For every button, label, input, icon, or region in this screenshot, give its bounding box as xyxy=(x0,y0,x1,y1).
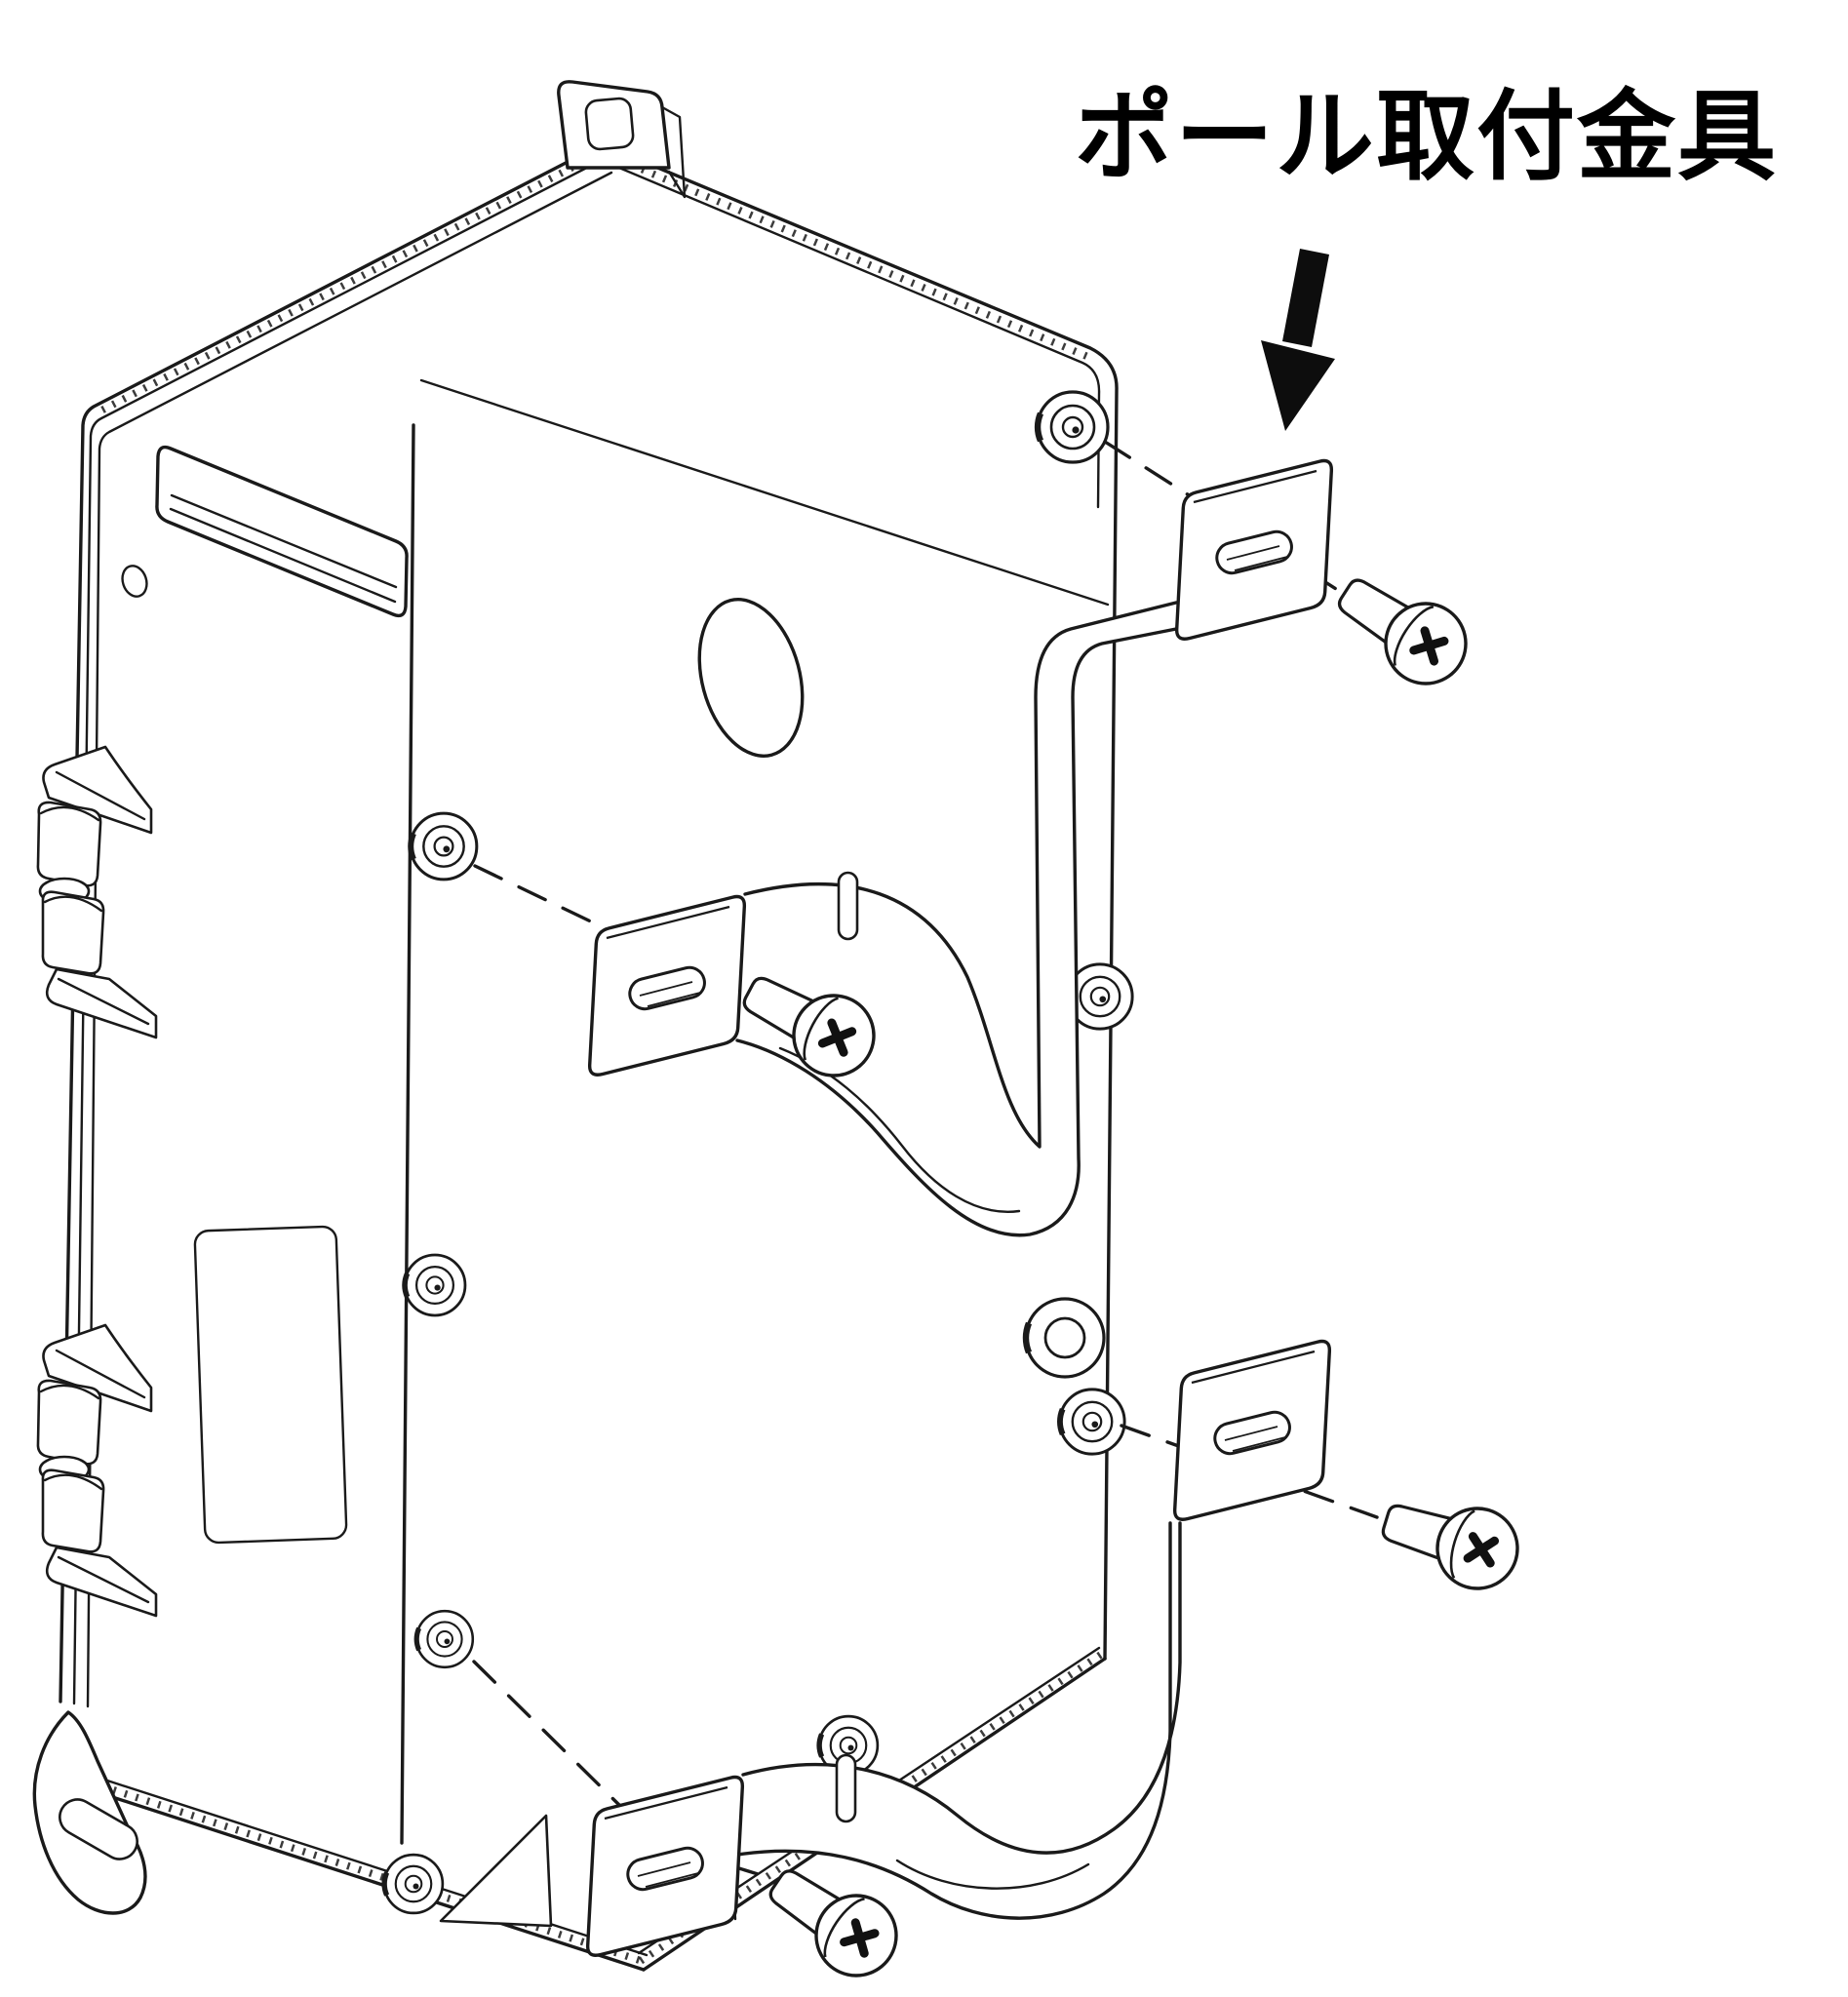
box-bottom-edge xyxy=(96,1790,646,1972)
pole-mounting-bracket-lower xyxy=(585,1339,1332,1957)
bracket-small-slot-lower xyxy=(835,1753,857,1823)
part-label: ポール取付金具 xyxy=(1075,83,1779,192)
top-recess xyxy=(155,445,409,618)
boss-bottom-left xyxy=(384,1855,443,1913)
lid-seam-line xyxy=(400,423,415,1845)
bracket-strap-outer xyxy=(743,601,1178,1149)
boss-top-right xyxy=(1038,392,1108,462)
mounting-ear xyxy=(32,1710,147,1915)
corner-gusset xyxy=(439,1814,553,1928)
label-plate xyxy=(193,1225,348,1545)
screw-lower-right xyxy=(1374,1482,1527,1598)
bracket-upper-right-flange xyxy=(1174,458,1334,641)
boss-lower-left xyxy=(416,1611,473,1667)
screw-top-right xyxy=(1323,558,1480,698)
bracket-strap-face-line xyxy=(895,1859,1090,1890)
rim-step-line xyxy=(419,378,1110,607)
down-left-arrow-icon xyxy=(1261,249,1335,431)
bracket-strap-outer xyxy=(741,1521,1182,1855)
bracket-strap-inner xyxy=(735,1521,1172,1920)
box-top-right-edge xyxy=(600,142,1119,1661)
vent-hole xyxy=(697,598,805,758)
bracket-strap-inner xyxy=(735,627,1178,1237)
washer-boss xyxy=(1022,1297,1106,1379)
screw-bosses xyxy=(384,392,1132,1913)
top-tab xyxy=(557,80,687,199)
bracket-small-slot-upper xyxy=(837,871,859,941)
boss-mid-left xyxy=(405,1255,465,1315)
corner-hole xyxy=(121,565,148,598)
box-ridge-edge xyxy=(59,142,604,1703)
boss-lower-right xyxy=(1060,1390,1124,1454)
boss-top-left xyxy=(411,813,477,880)
